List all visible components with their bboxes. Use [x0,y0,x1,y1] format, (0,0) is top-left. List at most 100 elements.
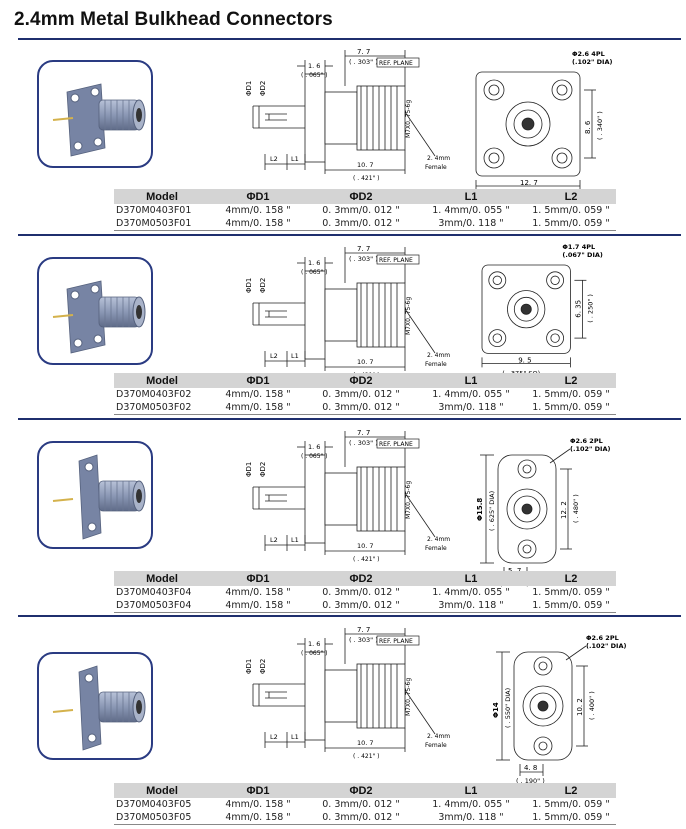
cell-l2: 1. 5mm/0. 059 " [526,217,616,231]
col-d2: ΦD2 [306,189,416,204]
dim-top-inch: ( . 303" ) [349,58,378,66]
thread-label: M7X0. 75-6g [405,100,412,138]
col-d2: ΦD2 [306,571,416,586]
front-hole-label: Φ2.6 4PL [572,50,605,58]
cell-l2: 1. 5mm/0. 059 " [532,799,610,810]
col-model: Model [114,571,210,586]
front-dia-inch: ( . 550" DIA) [504,688,512,728]
cell-d2: 0. 3mm/0. 012 " [322,587,400,598]
label-d1: ΦD1 [245,462,253,477]
front-side-inch: ( . 340" ) [596,111,604,140]
title-rule [18,38,681,40]
side-view-drawing: 7. 7 ( . 303" ) REF. PLANE 1. 6 ( . 065"… [245,429,450,563]
cell-model: D370M0503F01 [114,217,210,231]
side-view: 7. 7 ( . 303" ) REF. PLANE 1. 6 ( . 065"… [245,427,470,567]
label-d1: ΦD1 [245,278,253,293]
cell-l2: 1. 5mm/0. 059 " [526,401,616,415]
label-d2: ΦD2 [259,462,267,477]
front-view: 10. 2 ( . 400" ) Φ14 ( . 550" DIA) 4. 8 … [468,622,648,787]
front-view-drawing: 8. 6 ( . 340" ) 12. 7 ( . 500" SQ) Φ2.6 … [475,50,613,200]
cell-d1: 4mm/0. 158 " [210,401,306,415]
cell-model: D370M0403F01 [116,205,192,216]
col-l1: L1 [416,571,526,586]
side-view: 7. 7 ( . 303" ) REF. PLANE 1. 6 ( . 065"… [245,624,470,764]
spec-table: Model ΦD1 ΦD2 L1 L2 D370M0403F04 4mm/0. … [114,571,616,613]
connector-photo [37,60,153,168]
front-view: 12. 2 ( . 480" ) Φ15.8 ( . 625" DIA) 5. … [468,425,648,590]
dim-16-value: 1. 6 [308,640,320,648]
table-row: D370M0403F04 4mm/0. 158 " 0. 3mm/0. 012 … [114,586,616,599]
cell-model: D370M0403F04 [116,587,192,598]
ref-plane-label: REF. PLANE [379,638,413,645]
front-bottom-dim: 4. 8 [524,764,537,772]
front-hole-inch: (.102" DIA) [570,445,611,453]
dim-107-value: 10. 7 [357,542,374,550]
spec-table-header: Model ΦD1 ΦD2 L1 L2 [114,783,616,798]
connector-photo [37,257,153,365]
col-l2: L2 [526,783,616,798]
table-row: D370M0503F01 4mm/0. 158 " 0. 3mm/0. 012 … [114,217,616,231]
dim-16-inch: ( . 065" ) [301,72,328,79]
col-l2: L2 [526,373,616,388]
label-l2: L2 [270,155,278,163]
label-d2: ΦD2 [259,81,267,96]
cell-l1: 1. 4mm/0. 055 " [432,587,510,598]
front-dia-label: Φ15.8 [476,498,484,521]
dim-16-value: 1. 6 [308,259,320,267]
col-l1: L1 [416,783,526,798]
col-model: Model [114,373,210,388]
cell-d1: 4mm/0. 158 " [210,811,306,825]
side-view-drawing: 7. 7 ( . 303" ) REF. PLANE 1. 6 ( . 065"… [245,626,450,760]
cell-d2: 0. 3mm/0. 012 " [322,205,400,216]
cell-d1: 4mm/0. 158 " [225,389,291,400]
section-divider [18,615,681,617]
cell-d1: 4mm/0. 158 " [225,799,291,810]
col-d1: ΦD1 [210,783,306,798]
cell-d2: 0. 3mm/0. 012 " [306,599,416,613]
cell-l2: 1. 5mm/0. 059 " [526,599,616,613]
spec-table-header: Model ΦD1 ΦD2 L1 L2 [114,189,616,204]
cell-l1: 3mm/0. 118 " [416,217,526,231]
label-d2: ΦD2 [259,659,267,674]
table-row: D370M0403F01 4mm/0. 158 " 0. 3mm/0. 012 … [114,204,616,217]
col-l1: L1 [416,373,526,388]
table-row: D370M0503F04 4mm/0. 158 " 0. 3mm/0. 012 … [114,599,616,613]
connector-photo-image [52,665,146,751]
cell-l2: 1. 5mm/0. 059 " [532,389,610,400]
label-l1: L1 [291,352,299,360]
dim-107-value: 10. 7 [357,358,374,366]
cell-d1: 4mm/0. 158 " [225,587,291,598]
thread-label: M7X0. 75-6g [405,678,412,716]
dim-16-value: 1. 6 [308,443,320,451]
dim-top-value: 7. 7 [357,245,370,253]
female-size-label: 2. 4mm [427,155,450,162]
side-view: 7. 7 ( . 303" ) REF. PLANE 1. 6 ( . 065"… [245,46,470,186]
cell-d2: 0. 3mm/0. 012 " [322,799,400,810]
cell-model: D370M0503F02 [114,401,210,415]
spec-table: Model ΦD1 ΦD2 L1 L2 D370M0403F01 4mm/0. … [114,189,616,231]
female-size-label: 2. 4mm [427,733,450,740]
thread-label: M7X0. 75-6g [405,297,412,335]
col-d2: ΦD2 [306,373,416,388]
col-d1: ΦD1 [210,189,306,204]
cell-l1: 3mm/0. 118 " [416,599,526,613]
connector-photo [37,441,153,549]
dim-107-inch: ( . 421" ) [353,753,380,760]
front-bottom-dim: 9. 5 [518,356,531,364]
cell-d1: 4mm/0. 158 " [210,217,306,231]
front-hole-label: Φ2.6 2PL [570,437,603,445]
col-model: Model [114,189,210,204]
front-side-inch: ( . 480" ) [572,494,580,523]
dim-top-value: 7. 7 [357,48,370,56]
spec-table: Model ΦD1 ΦD2 L1 L2 D370M0403F02 4mm/0. … [114,373,616,415]
side-view: 7. 7 ( . 303" ) REF. PLANE 1. 6 ( . 065"… [245,243,470,383]
cell-l1: 1. 4mm/0. 055 " [432,389,510,400]
female-size-label: 2. 4mm [427,536,450,543]
female-label: Female [425,164,447,171]
cell-l1: 1. 4mm/0. 055 " [432,205,510,216]
ref-plane-label: REF. PLANE [379,441,413,448]
table-row: D370M0403F02 4mm/0. 158 " 0. 3mm/0. 012 … [114,388,616,401]
thread-label: M7X0. 75-6g [405,481,412,519]
label-l1: L1 [291,536,299,544]
female-label: Female [425,545,447,552]
